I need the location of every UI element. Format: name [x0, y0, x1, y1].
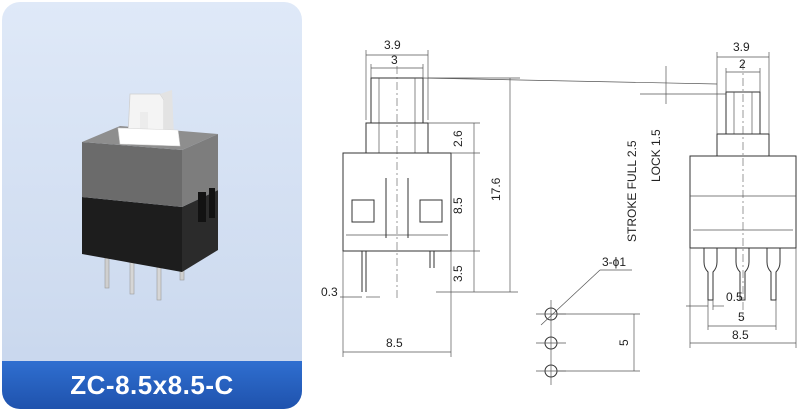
dim-top-inner: 3	[391, 53, 398, 67]
dim-hole-label: 3-ϕ1	[602, 255, 626, 269]
stroke-label: STROKE FULL 2.5	[625, 140, 639, 242]
side-view: 3.9 2 STROKE FULL 2.5 LOCK 1.5 0.5 5 8.5	[422, 40, 797, 348]
dim-top-outer: 3.9	[384, 38, 401, 52]
dim-stem-height: 2.6	[451, 130, 465, 147]
dim-body-width: 8.5	[386, 336, 403, 350]
product-card: ZC-8.5x8.5-C	[2, 2, 302, 409]
side-dim-body-width: 8.5	[732, 328, 749, 342]
dim-total-height: 17.6	[489, 177, 503, 201]
dim-body-height: 8.5	[451, 197, 465, 214]
model-banner: ZC-8.5x8.5-C	[2, 361, 302, 409]
footprint: 3-ϕ1 5	[536, 255, 640, 385]
front-view: 3.9 3 2.6 8.5 3.5 17.6 0.3 8.5	[321, 38, 520, 357]
dim-pin-length: 3.5	[451, 265, 465, 282]
dim-hole-span: 5	[617, 339, 631, 346]
product-photo	[82, 90, 218, 301]
side-dim-pin-pitch: 5	[738, 310, 745, 324]
dim-pin-thickness: 0.3	[321, 285, 338, 299]
side-dim-top-inner: 2	[739, 57, 746, 71]
side-dim-pin-width: 0.5	[726, 290, 743, 304]
lock-label: LOCK 1.5	[649, 129, 663, 182]
side-dim-top-outer: 3.9	[733, 40, 750, 54]
